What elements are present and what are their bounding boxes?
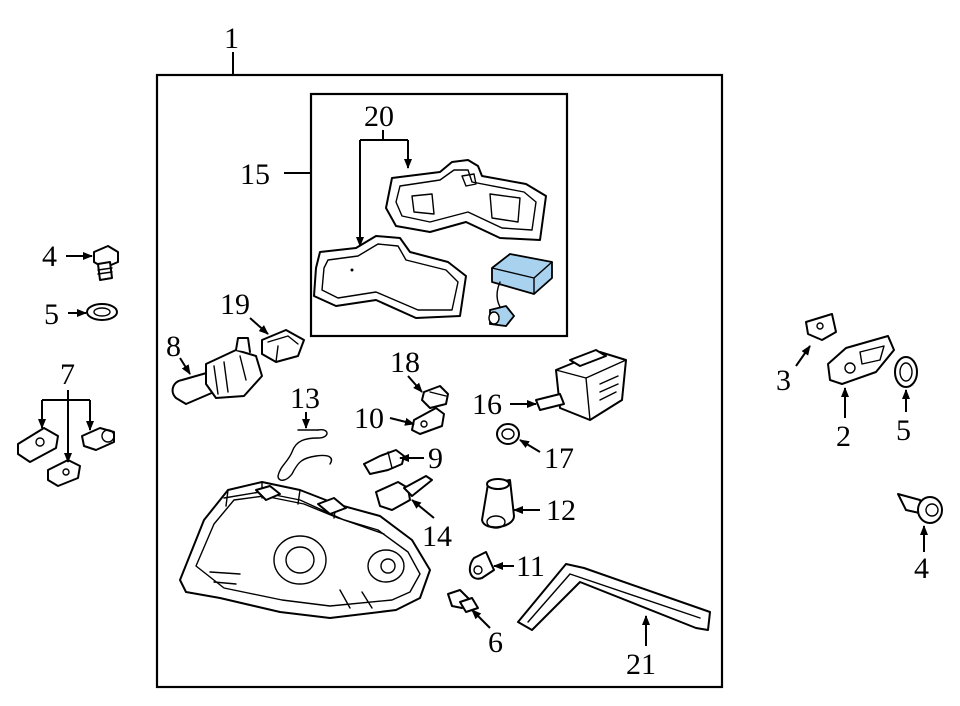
callout-5-left: 5 (44, 298, 59, 331)
callout-21: 21 (626, 648, 656, 681)
callout-1: 1 (224, 22, 239, 55)
control-module-highlighted (488, 253, 553, 327)
leveling-motor-16 (535, 349, 627, 421)
socket-19 (261, 329, 305, 363)
socket-14 (375, 475, 433, 511)
gasket-upper (385, 159, 547, 241)
bolt-7c (81, 427, 115, 451)
assembly-frame (155, 52, 724, 689)
clip-7a (17, 427, 59, 463)
bracket-3 (805, 313, 837, 341)
socket-10 (411, 407, 445, 435)
bracket-2 (827, 335, 895, 385)
screw-6 (447, 589, 479, 613)
callout-10: 10 (354, 402, 384, 435)
oring-17 (496, 423, 520, 445)
wire-13 (277, 429, 333, 481)
callout-13: 13 (290, 382, 320, 415)
callout-16: 16 (472, 388, 502, 421)
clip-7b (47, 459, 81, 487)
callout-4-left: 4 (42, 240, 57, 273)
callout-17: 17 (544, 442, 574, 475)
socket-12 (481, 478, 515, 529)
clip-18 (421, 385, 449, 409)
bolt-4-right (897, 493, 943, 524)
callout-7: 7 (60, 358, 75, 391)
washer-5-right (894, 356, 918, 388)
callout-20-leaders (356, 130, 412, 247)
callout-9: 9 (428, 442, 443, 475)
callout-20: 20 (364, 100, 394, 133)
kit-inset-box (284, 92, 569, 338)
callout-15: 15 (240, 158, 270, 191)
bolt-4-left (93, 245, 119, 281)
callout-11: 11 (516, 550, 545, 583)
washer-5-left (86, 303, 118, 321)
bulb-11 (468, 551, 495, 580)
callout-18: 18 (390, 346, 420, 379)
callout-7-leaders (38, 390, 94, 463)
callout-2: 2 (836, 420, 851, 453)
headlamp-housing (179, 481, 431, 619)
callout-19: 19 (220, 288, 250, 321)
bulb-9 (363, 449, 405, 475)
leader-arrows (66, 252, 928, 646)
callout-14: 14 (422, 520, 452, 553)
callout-5-right: 5 (896, 414, 911, 447)
bulb-8 (171, 337, 263, 405)
callout-4-right: 4 (914, 552, 929, 585)
gasket-lower (313, 235, 467, 319)
callout-6: 6 (488, 626, 503, 659)
callout-3: 3 (776, 364, 791, 397)
trim-strip-21 (517, 563, 711, 631)
callout-12: 12 (546, 494, 576, 527)
callout-8: 8 (166, 330, 181, 363)
